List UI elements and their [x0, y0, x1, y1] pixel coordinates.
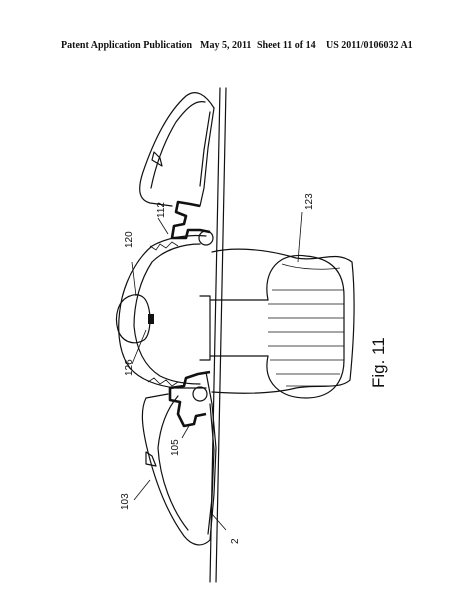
- page-header: Patent Application Publication May 5, 20…: [0, 40, 474, 54]
- label-126: 126: [124, 359, 135, 376]
- leader-lines: [131, 211, 303, 531]
- central-dome: [118, 234, 211, 389]
- patent-number: US 2011/0106032 A1: [326, 40, 413, 51]
- lower-wing: [141, 371, 217, 546]
- cushion: [211, 248, 355, 399]
- leader-103: [133, 479, 151, 501]
- leader-105: [181, 423, 191, 439]
- leader-2: [211, 513, 227, 531]
- publication-title: Patent Application Publication: [61, 40, 193, 51]
- leader-120: [131, 261, 137, 297]
- label-120: 120: [124, 231, 135, 248]
- leader-126: [131, 329, 147, 365]
- label-112: 112: [156, 202, 167, 218]
- label-2: 2: [230, 538, 241, 544]
- upper-clamp: [170, 200, 214, 246]
- leader-112: [157, 217, 169, 235]
- sheet-number: Sheet 11 of 14: [257, 40, 316, 51]
- figure-caption: Fig. 11: [369, 337, 388, 388]
- publication-date: May 5, 2011: [200, 40, 252, 51]
- lower-clamp: [168, 370, 211, 428]
- stem: [209, 299, 269, 357]
- sensor-chip: [148, 314, 154, 324]
- label-123: 123: [304, 193, 315, 210]
- upper-wing: [139, 92, 215, 207]
- label-103: 103: [120, 493, 131, 510]
- leader-123: [297, 211, 303, 263]
- sensor-element: [115, 294, 154, 344]
- label-105: 105: [170, 439, 181, 456]
